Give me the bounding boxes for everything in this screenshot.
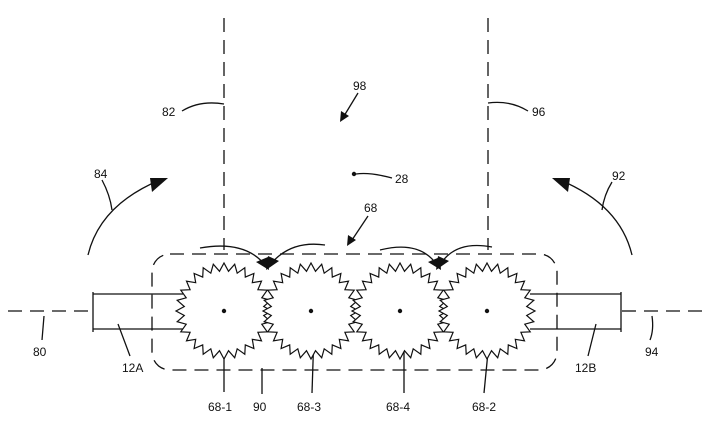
arrowhead-84 [150,178,168,192]
mesh-arrow-2 [269,243,326,266]
label-90: 90 [253,400,267,414]
leader-12b [587,323,597,357]
label-84: 84 [94,167,108,181]
label-98: 98 [353,79,367,93]
arrow-84-curve [87,179,161,256]
left-shaft [92,292,183,332]
label-96: 96 [532,105,546,119]
gear-center-68-1 [221,308,227,314]
label-28: 28 [395,172,409,186]
leader-82 [181,102,225,112]
arrowhead-98 [340,111,349,122]
leader-92 [601,181,613,211]
leader-94 [649,315,654,341]
label-68-2: 68-2 [472,400,496,414]
point-28 [351,171,357,177]
leader-28 [355,172,393,179]
label-68-1: 68-1 [208,400,232,414]
leader-96 [487,101,529,112]
leader-84 [101,179,113,211]
gear-center-68-3 [308,308,314,314]
mesh-arrow-3 [379,246,438,266]
mesh-arrow-1 [199,245,266,266]
arrowhead-68 [347,235,356,246]
leader-80 [41,315,45,341]
label-94: 94 [645,345,659,359]
label-92: 92 [612,169,626,183]
leader-12a [117,323,131,357]
arrow-92-curve [559,179,633,256]
label-68-4: 68-4 [386,400,410,414]
label-80: 80 [33,345,47,359]
arrowhead-mesh-1 [256,257,269,270]
arrowhead-mesh-2 [266,256,279,270]
leader-98 [343,92,359,117]
arrowhead-92 [552,178,570,192]
gear-center-68-4 [397,308,403,314]
label-12a: 12A [122,361,143,375]
label-82: 82 [162,105,176,119]
label-68: 68 [364,201,378,215]
mesh-arrow-4 [439,244,493,266]
label-68-3: 68-3 [297,400,321,414]
leader-68 [351,215,369,241]
gear-center-68-2 [484,308,490,314]
label-12b: 12B [575,361,596,375]
housing-outline [151,253,558,371]
arrowhead-mesh-4 [436,256,449,270]
right-shaft [530,292,622,332]
